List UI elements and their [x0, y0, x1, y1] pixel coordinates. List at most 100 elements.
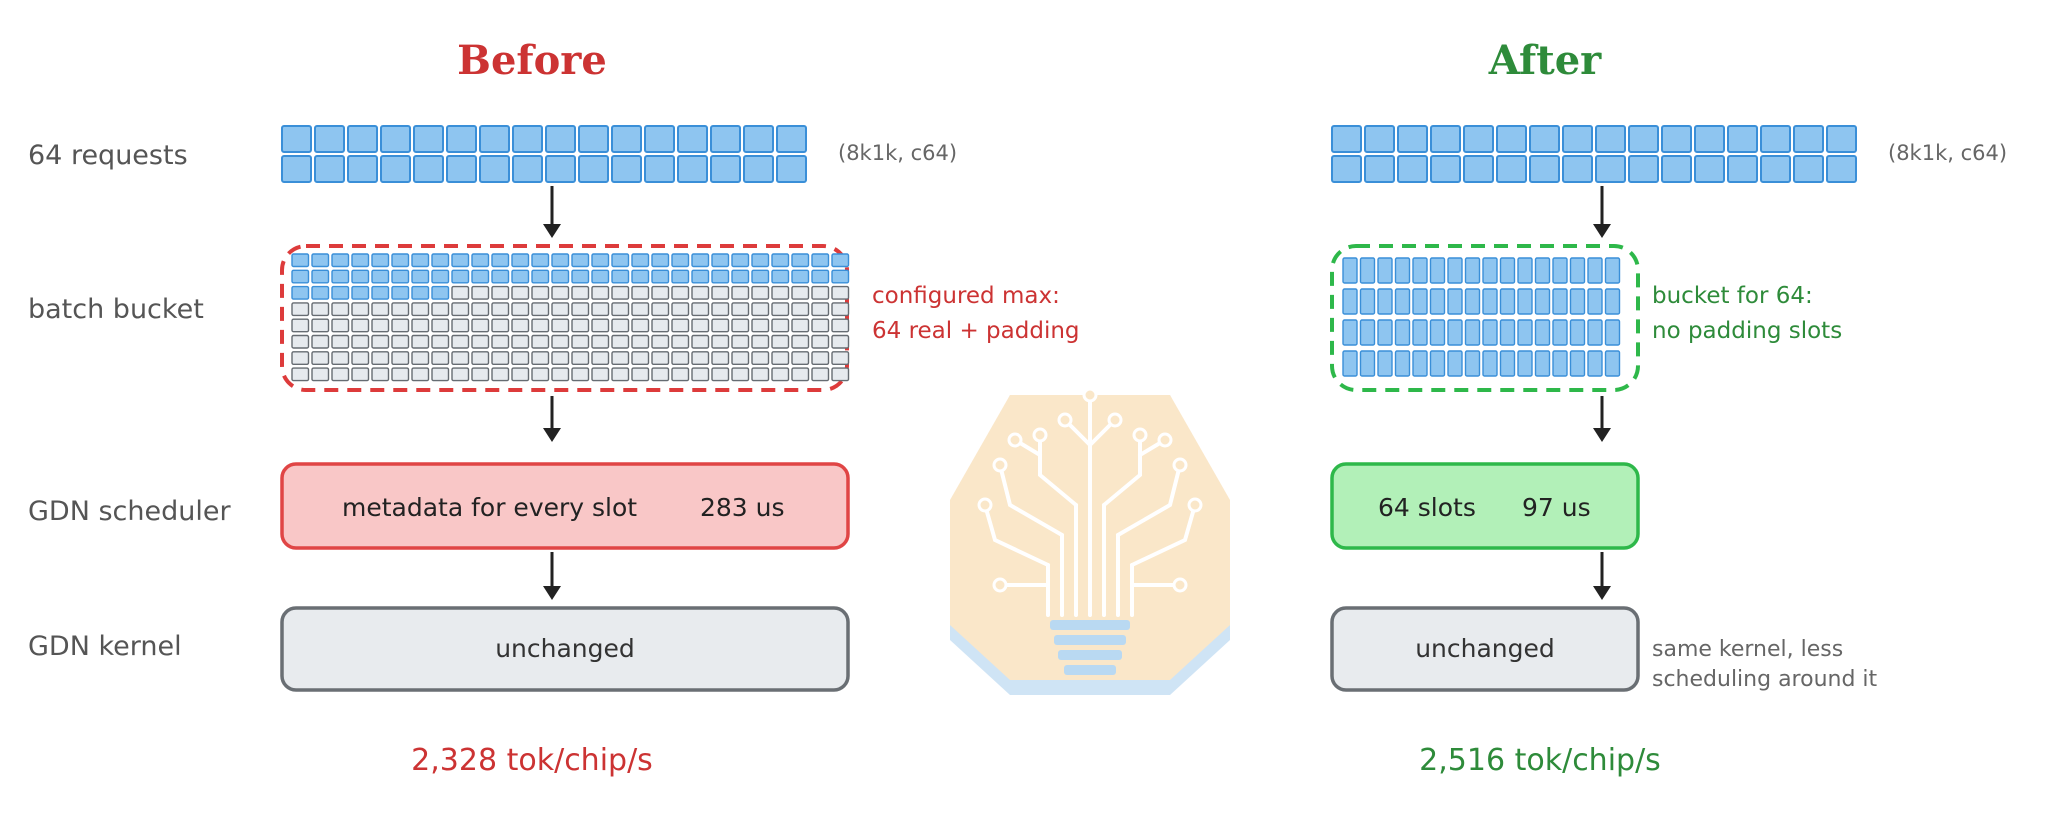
- padding-slot: [751, 318, 770, 333]
- padding-slot: [631, 318, 650, 333]
- after-throughput: 2,516 tok/chip/s: [1419, 743, 1661, 778]
- padding-slot: [751, 367, 770, 382]
- padding-slot: [791, 285, 810, 300]
- real-slot: [1394, 350, 1411, 377]
- padding-slot: [491, 318, 510, 333]
- padding-slot: [811, 334, 830, 349]
- padding-slot: [351, 367, 370, 382]
- real-slot: [1377, 350, 1393, 377]
- real-slot: [391, 253, 410, 268]
- padding-slot: [751, 334, 770, 349]
- after-kernel-box: [1330, 606, 1640, 692]
- real-slot: [391, 269, 410, 284]
- request-cell: [611, 155, 642, 183]
- before-bucket-slots: [291, 253, 850, 382]
- after-bucket-note-line1: bucket for 64:: [1652, 283, 1813, 309]
- real-slot: [551, 269, 570, 284]
- padding-slot: [311, 302, 330, 317]
- padding-slot: [711, 351, 730, 365]
- row-label-requests: 64 requests: [28, 140, 188, 171]
- real-slot: [371, 269, 390, 284]
- request-cell: [1661, 125, 1692, 153]
- real-slot: [351, 285, 370, 300]
- after-request-note: (8k1k, c64): [1888, 141, 2007, 165]
- padding-slot: [291, 318, 310, 333]
- real-slot: [1464, 319, 1481, 346]
- padding-slot: [631, 285, 650, 300]
- padding-slot: [471, 302, 490, 317]
- real-slot: [1394, 257, 1411, 284]
- before-arrow-scheduler-to-kernel: [543, 552, 561, 600]
- request-cell: [380, 155, 411, 183]
- real-slot: [291, 253, 310, 268]
- before-bucket-border: [280, 244, 849, 392]
- padding-slot: [631, 334, 650, 349]
- real-slot: [1604, 319, 1621, 346]
- real-slot: [731, 253, 750, 268]
- padding-slot: [831, 334, 850, 349]
- padding-slot: [451, 334, 470, 349]
- padding-slot: [411, 302, 430, 317]
- padding-slot: [291, 351, 310, 365]
- padding-slot: [371, 318, 390, 333]
- real-slot: [811, 269, 830, 284]
- padding-slot: [831, 302, 850, 317]
- padding-slot: [451, 302, 470, 317]
- padding-slot: [611, 334, 630, 349]
- real-slot: [1447, 350, 1463, 377]
- request-cell: [644, 155, 675, 183]
- real-slot: [1587, 288, 1603, 315]
- request-cell: [512, 125, 543, 153]
- padding-slot: [491, 367, 510, 382]
- real-slot: [551, 253, 570, 268]
- real-slot: [671, 253, 690, 268]
- before-bucket-note-line2: 64 real + padding: [872, 318, 1080, 344]
- real-slot: [351, 253, 370, 268]
- request-cell: [479, 155, 510, 183]
- real-slot: [351, 269, 370, 284]
- padding-slot: [671, 302, 690, 317]
- after-bucket-border: [1330, 244, 1640, 392]
- request-cell: [1463, 155, 1494, 183]
- real-slot: [531, 253, 550, 268]
- padding-slot: [511, 367, 530, 382]
- real-slot: [1569, 257, 1586, 284]
- real-slot: [391, 285, 410, 300]
- after-bucket-slots: [1342, 257, 1621, 377]
- real-slot: [1412, 350, 1428, 377]
- request-cell: [1430, 155, 1461, 183]
- after-bucket-note-line2: no padding slots: [1652, 318, 1842, 344]
- real-slot: [1342, 288, 1358, 315]
- request-cell: [1760, 125, 1791, 153]
- padding-slot: [691, 285, 710, 300]
- padding-slot: [531, 318, 550, 333]
- request-cell: [1760, 155, 1791, 183]
- padding-slot: [651, 318, 670, 333]
- padding-slot: [571, 285, 590, 300]
- padding-slot: [731, 367, 750, 382]
- real-slot: [1552, 350, 1568, 377]
- real-slot: [711, 253, 730, 268]
- padding-slot: [371, 334, 390, 349]
- padding-slot: [511, 302, 530, 317]
- real-slot: [1429, 350, 1446, 377]
- real-slot: [1447, 319, 1463, 346]
- padding-slot: [491, 334, 510, 349]
- padding-slot: [591, 351, 610, 365]
- request-cell: [1562, 125, 1593, 153]
- real-slot: [1604, 257, 1621, 284]
- real-slot: [451, 269, 470, 284]
- padding-slot: [551, 367, 570, 382]
- real-slot: [651, 269, 670, 284]
- real-slot: [1587, 319, 1603, 346]
- padding-slot: [391, 318, 410, 333]
- padding-slot: [371, 367, 390, 382]
- real-slot: [491, 269, 510, 284]
- real-slot: [1359, 350, 1376, 377]
- request-cell: [710, 155, 741, 183]
- padding-slot: [651, 285, 670, 300]
- request-cell: [1562, 155, 1593, 183]
- padding-slot: [831, 351, 850, 365]
- after-kernel-note-line1: same kernel, less: [1652, 637, 1843, 662]
- real-slot: [1517, 350, 1533, 377]
